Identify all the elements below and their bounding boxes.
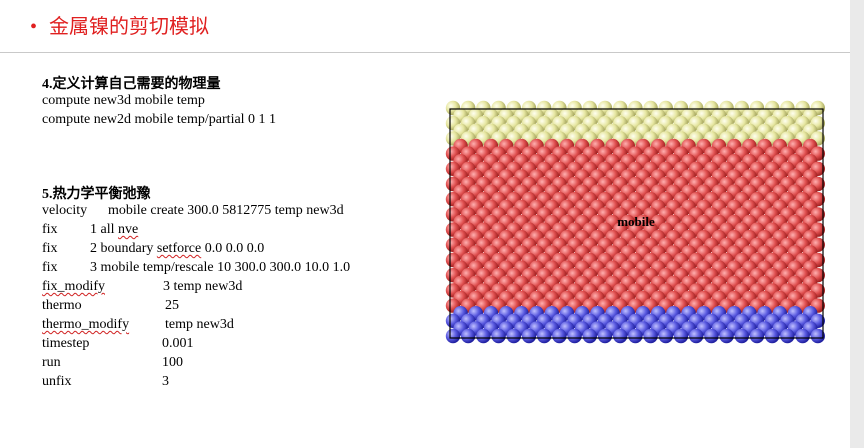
fix3-args: 3 mobile temp/rescale 10 300.0 300.0 10.… bbox=[90, 260, 351, 275]
fix1-args-b: nve bbox=[118, 222, 139, 237]
atom bbox=[704, 328, 719, 344]
atom bbox=[780, 328, 795, 344]
section5-heading: 5.热力学平衡弛豫 bbox=[42, 187, 151, 202]
atom bbox=[506, 328, 521, 344]
fix1-cmd: fix bbox=[42, 222, 58, 237]
atom bbox=[597, 328, 613, 344]
atom bbox=[567, 328, 582, 344]
fix2-args-a: 2 boundary bbox=[90, 241, 157, 256]
atom bbox=[628, 328, 643, 344]
title-divider bbox=[0, 52, 850, 53]
unfix-args: 3 bbox=[162, 374, 169, 389]
fix1-args: 1 all nve bbox=[90, 221, 138, 239]
fix-modify-args: 3 temp new3d bbox=[163, 279, 243, 294]
title-bullet: • bbox=[30, 16, 38, 38]
fix2-cmd: fix bbox=[42, 241, 58, 256]
atom bbox=[643, 328, 658, 344]
atom bbox=[658, 328, 673, 344]
thermo-modify-cmd: thermo_modify bbox=[42, 317, 130, 332]
simulation-box bbox=[449, 108, 824, 339]
unfix-cmd: unfix bbox=[42, 374, 72, 389]
atom bbox=[491, 328, 506, 344]
atom bbox=[765, 328, 780, 344]
fix2-args-c: 0.0 0.0 0.0 bbox=[201, 241, 265, 256]
atom bbox=[734, 328, 749, 344]
thermo-modify-args: temp new3d bbox=[165, 317, 234, 332]
atom bbox=[613, 328, 628, 344]
thermo-args: 25 bbox=[165, 298, 179, 313]
fix2-args-b: setforce bbox=[156, 241, 202, 256]
atom bbox=[749, 328, 765, 344]
atom bbox=[795, 328, 810, 344]
velocity-args: mobile create 300.0 5812775 temp new3d bbox=[108, 203, 344, 218]
run-cmd: run bbox=[42, 355, 61, 370]
atom bbox=[461, 328, 476, 344]
section4-heading: 4.定义计算自己需要的物理量 bbox=[42, 77, 221, 92]
atom bbox=[673, 328, 689, 344]
fix-modify-cmd: fix_modify bbox=[42, 279, 105, 294]
slide-margin bbox=[850, 0, 864, 448]
velocity-cmd: velocity bbox=[42, 203, 88, 218]
atom bbox=[689, 328, 704, 344]
thermo-cmd: thermo bbox=[42, 298, 82, 313]
atom bbox=[719, 328, 734, 344]
timestep-args: 0.001 bbox=[162, 336, 194, 351]
timestep-cmd: timestep bbox=[42, 336, 90, 351]
slide-title: 金属镍的剪切模拟 bbox=[49, 16, 210, 38]
run-args: 100 bbox=[162, 355, 183, 370]
atom bbox=[476, 328, 491, 344]
atom bbox=[537, 328, 552, 344]
atom bbox=[582, 328, 597, 344]
atom-lattice bbox=[445, 100, 825, 344]
section4-line-1: compute new3d mobile temp bbox=[42, 93, 205, 108]
atom bbox=[810, 328, 825, 344]
title-row: • 金属镍的剪切模拟 bbox=[30, 15, 209, 39]
atom bbox=[521, 328, 537, 344]
atom bbox=[445, 328, 461, 344]
mobile-label: mobile bbox=[617, 214, 655, 229]
atom bbox=[552, 328, 567, 344]
section4-line-2: compute new2d mobile temp/partial 0 1 1 bbox=[42, 112, 277, 127]
fix1-args-a: 1 all bbox=[90, 222, 118, 237]
fix3-cmd: fix bbox=[42, 260, 58, 275]
nickel-atom-simulation: mobile bbox=[445, 100, 825, 344]
fix2-args: 2 boundary setforce 0.0 0.0 0.0 bbox=[90, 240, 264, 258]
